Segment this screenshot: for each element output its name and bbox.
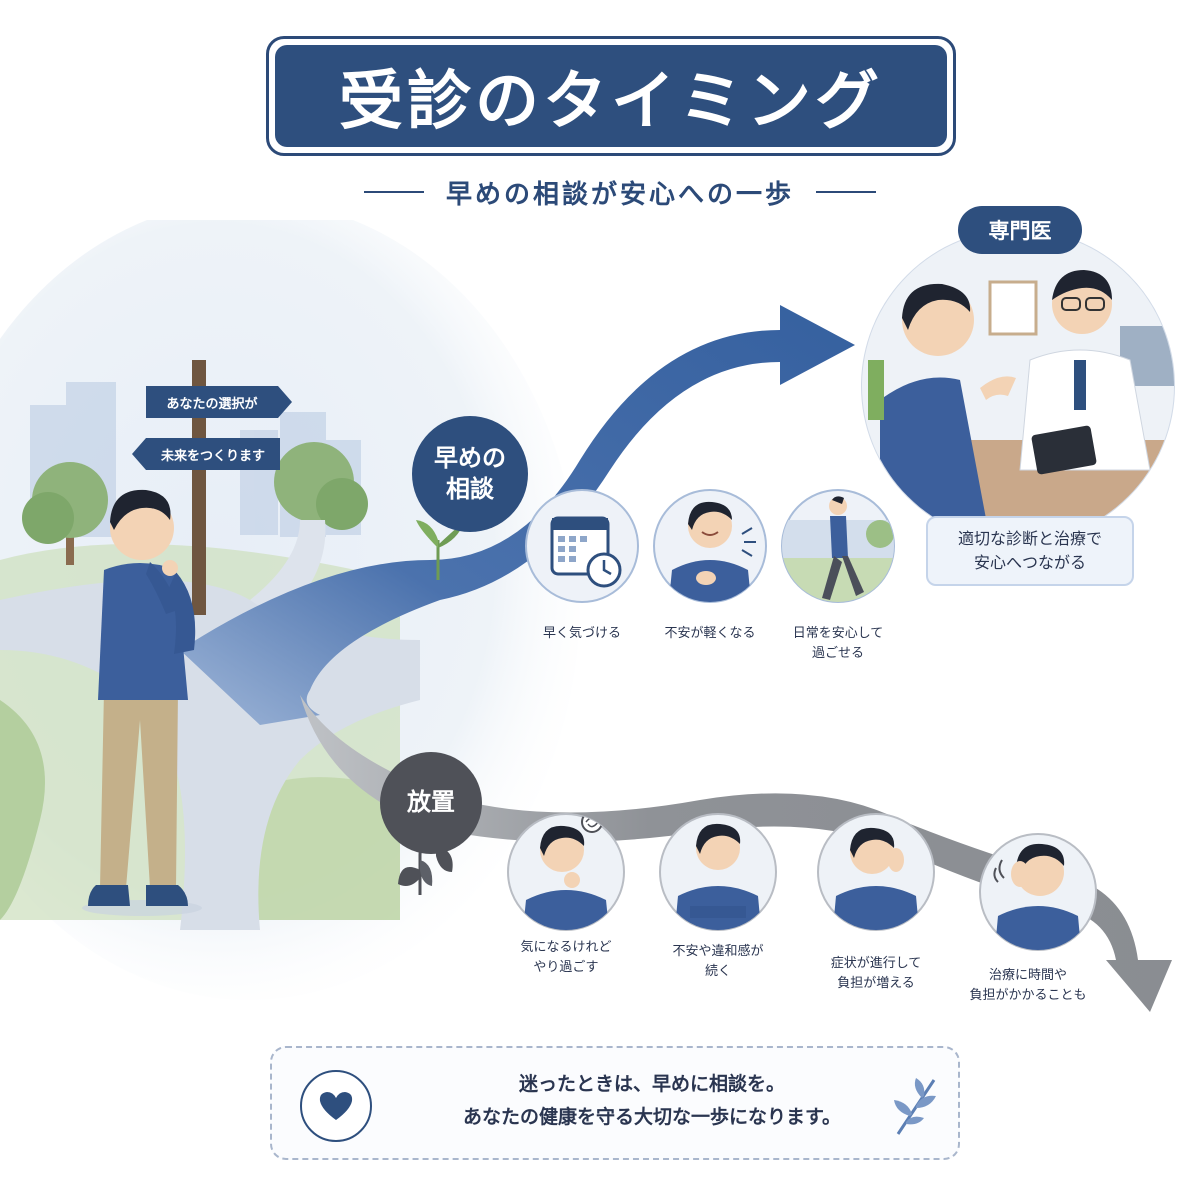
caption-line: 不安が軽くなる [664, 626, 756, 641]
heart-icon [319, 1092, 353, 1120]
signpost [132, 360, 292, 615]
scene-illustration [0, 220, 1175, 1012]
relieved-person-icon [668, 501, 756, 602]
caption-line: 症状が進行して [830, 956, 922, 971]
leaf-sprig-icon [894, 1078, 936, 1135]
subtitle-rule-left [363, 191, 424, 193]
caption-line: 続く [704, 964, 731, 980]
caption-line: やり過ごす [533, 960, 599, 976]
specialist-badge: 専門医 [958, 206, 1082, 254]
subtitle: 早めの相談が安心への一歩 [330, 172, 910, 212]
tree-left [22, 462, 108, 565]
sign-top-label: あなたの選択が [166, 396, 258, 412]
caption-line: 負担が増える [837, 976, 915, 992]
specialist-scene [861, 229, 1175, 543]
caption-line: 負担がかかることも [969, 988, 1087, 1004]
subtitle-text: 早めの相談が安心への一歩 [445, 179, 794, 210]
caption-line: 早く気づける [542, 626, 621, 641]
neglect-step-3-circle [817, 813, 935, 931]
result-line2: 安心へつながる [973, 553, 1086, 572]
early-consultation-arrow [180, 305, 855, 725]
early-step-3-caption: 日常を安心して 過ごせる [758, 624, 918, 664]
subtitle-rule-right [816, 191, 876, 193]
advice-line2: あなたの健康を守る大切な一歩になります。 [462, 1106, 842, 1129]
early-label-line2: 相談 [446, 475, 494, 503]
early-step-1-circle [525, 489, 639, 603]
page-title: 受診のタイミング [275, 45, 947, 147]
neglect-label: 放置 [380, 752, 482, 854]
calendar-clock-icon [550, 516, 622, 588]
neglect-step-2-circle [659, 813, 777, 931]
caption-line: 不安や違和感が [672, 944, 764, 959]
early-step-2-circle [653, 489, 767, 603]
advice-text: 迷ったときは、早めに相談を。 あなたの健康を守る大切な一歩になります。 [372, 1068, 932, 1135]
neglect-step-1-caption: 気になるけれど やり過ごす [486, 938, 646, 978]
caption-line: 治療に時間や [988, 968, 1067, 983]
specialist-result-box: 適切な診断と治療で 安心へつながる [926, 516, 1134, 586]
advice-message-box: 迷ったときは、早めに相談を。 あなたの健康を守る大切な一歩になります。 [270, 1046, 960, 1160]
neglect-step-4-caption: 治療に時間や 負担がかかることも [948, 966, 1108, 1006]
neglect-step-4-circle [979, 833, 1097, 951]
advice-line1: 迷ったときは、早めに相談を。 [518, 1073, 785, 1095]
sign-bottom-label: 未来をつくります [160, 448, 265, 464]
result-line1: 適切な診断と治療で [957, 529, 1102, 548]
title-banner: 受診のタイミング [266, 36, 956, 156]
early-step-2-caption: 不安が軽くなる [630, 624, 790, 644]
neglect-step-1-circle [507, 813, 625, 931]
early-label-line1: 早めの [434, 443, 506, 472]
caption-line: 過ごせる [811, 646, 864, 662]
early-step-3-circle [781, 489, 895, 603]
caption-line: 気になるけれど [520, 940, 612, 955]
neglect-step-2-caption: 不安や違和感が 続く [638, 942, 798, 982]
heart-badge [300, 1070, 372, 1142]
thinking-man-figure [82, 489, 202, 916]
early-consultation-label: 早めの 相談 [412, 416, 528, 532]
neglect-step-3-caption: 症状が進行して 負担が増える [796, 954, 956, 994]
caption-line: 日常を安心して [792, 626, 884, 641]
early-step-1-caption: 早く気づける [502, 624, 662, 644]
